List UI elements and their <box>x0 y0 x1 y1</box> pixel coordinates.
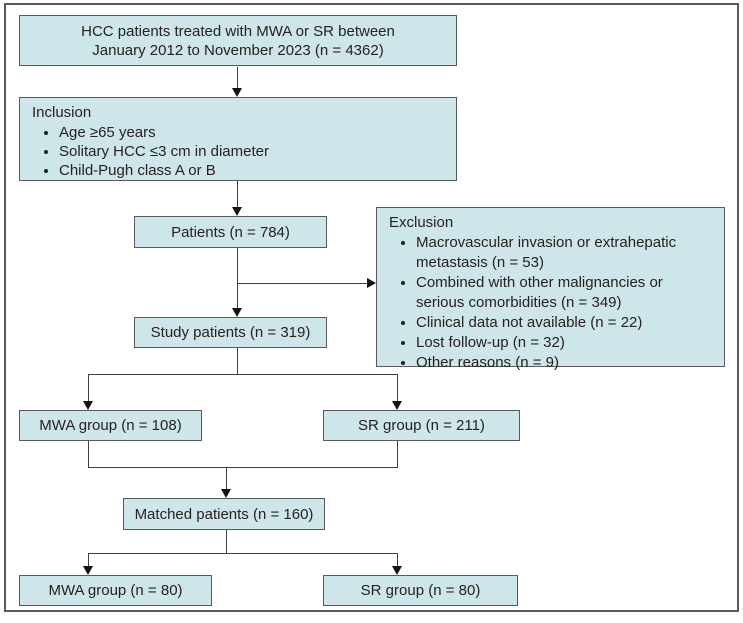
inclusion-item: Age ≥65 years <box>59 123 446 142</box>
connector-matched-horizontal-line <box>88 553 398 554</box>
sr-group-label: SR group (n = 211) <box>358 417 485 434</box>
connector-matched-mwa-stub-line <box>88 553 89 567</box>
exclusion-list: Macrovascular invasion or extrahepatic m… <box>389 233 714 373</box>
study-patients-label: Study patients (n = 319) <box>150 324 311 341</box>
connector-study-split-line <box>237 348 238 374</box>
box-sr-matched-group: SR group (n = 80) <box>323 575 518 606</box>
mwa-matched-label: MWA group (n = 80) <box>48 582 183 599</box>
connector-merge-down-line <box>226 467 227 489</box>
box-sr-group: SR group (n = 211) <box>323 410 520 441</box>
connector-inclusion-patients-arrowhead <box>232 207 242 216</box>
connector-inclusion-patients-line <box>237 181 238 207</box>
exclusion-item: Clinical data not available (n = 22) <box>416 313 714 333</box>
connector-merge-horizontal-line <box>88 467 398 468</box>
connector-matched-mwa-arrowhead <box>83 566 93 575</box>
exclusion-item: Combined with other malignancies or seri… <box>416 273 714 313</box>
matched-patients-label: Matched patients (n = 160) <box>134 505 314 523</box>
box-inclusion-criteria: Inclusion Age ≥65 years Solitary HCC ≤3 … <box>19 97 457 181</box>
connector-exclusion-branch-line <box>237 283 367 284</box>
box-exclusion-criteria: Exclusion Macrovascular invasion or extr… <box>376 207 725 371</box>
cohort-text-line2: January 2012 to November 2023 (n = 4362) <box>92 41 384 59</box>
cohort-text-line1: HCC patients treated with MWA or SR betw… <box>81 22 395 40</box>
connector-mwa-stub-line <box>88 374 89 401</box>
patients-label: Patients (n = 784) <box>171 223 290 241</box>
exclusion-title: Exclusion <box>389 214 454 231</box>
box-study-patients: Study patients (n = 319) <box>134 317 327 348</box>
connector-matched-sr-stub-line <box>397 553 398 567</box>
box-mwa-matched-group: MWA group (n = 80) <box>19 575 212 606</box>
connector-mwa-arrowhead <box>83 401 93 410</box>
box-initial-cohort: HCC patients treated with MWA or SR betw… <box>19 15 457 66</box>
connector-patients-study-line <box>237 248 238 308</box>
connector-cohort-inclusion-line <box>237 67 238 88</box>
diagram-frame <box>4 3 739 612</box>
box-matched-patients: Matched patients (n = 160) <box>123 498 325 530</box>
inclusion-item: Child-Pugh class A or B <box>59 161 446 180</box>
exclusion-item: Other reasons (n = 9) <box>416 353 714 373</box>
connector-sr-stub-line <box>397 374 398 401</box>
connector-sr-merge-line <box>397 441 398 467</box>
exclusion-item: Macrovascular invasion or extrahepatic m… <box>416 233 714 273</box>
connector-matched-sr-arrowhead <box>392 566 402 575</box>
box-patients: Patients (n = 784) <box>134 216 327 248</box>
connector-mwa-merge-line <box>88 441 89 467</box>
mwa-group-label: MWA group (n = 108) <box>39 417 182 434</box>
box-mwa-group: MWA group (n = 108) <box>19 410 202 441</box>
connector-sr-arrowhead <box>392 401 402 410</box>
sr-matched-label: SR group (n = 80) <box>360 582 481 599</box>
connector-patients-study-arrowhead <box>232 308 242 317</box>
connector-cohort-inclusion-arrowhead <box>232 88 242 97</box>
connector-matched-arrowhead <box>221 489 231 498</box>
connector-split-horizontal-line <box>88 374 398 375</box>
exclusion-item: Lost follow-up (n = 32) <box>416 333 714 353</box>
inclusion-list: Age ≥65 years Solitary HCC ≤3 cm in diam… <box>32 123 446 180</box>
connector-exclusion-arrowhead <box>367 278 376 288</box>
connector-matched-split-line <box>226 530 227 554</box>
inclusion-title: Inclusion <box>32 104 92 121</box>
inclusion-item: Solitary HCC ≤3 cm in diameter <box>59 142 446 161</box>
